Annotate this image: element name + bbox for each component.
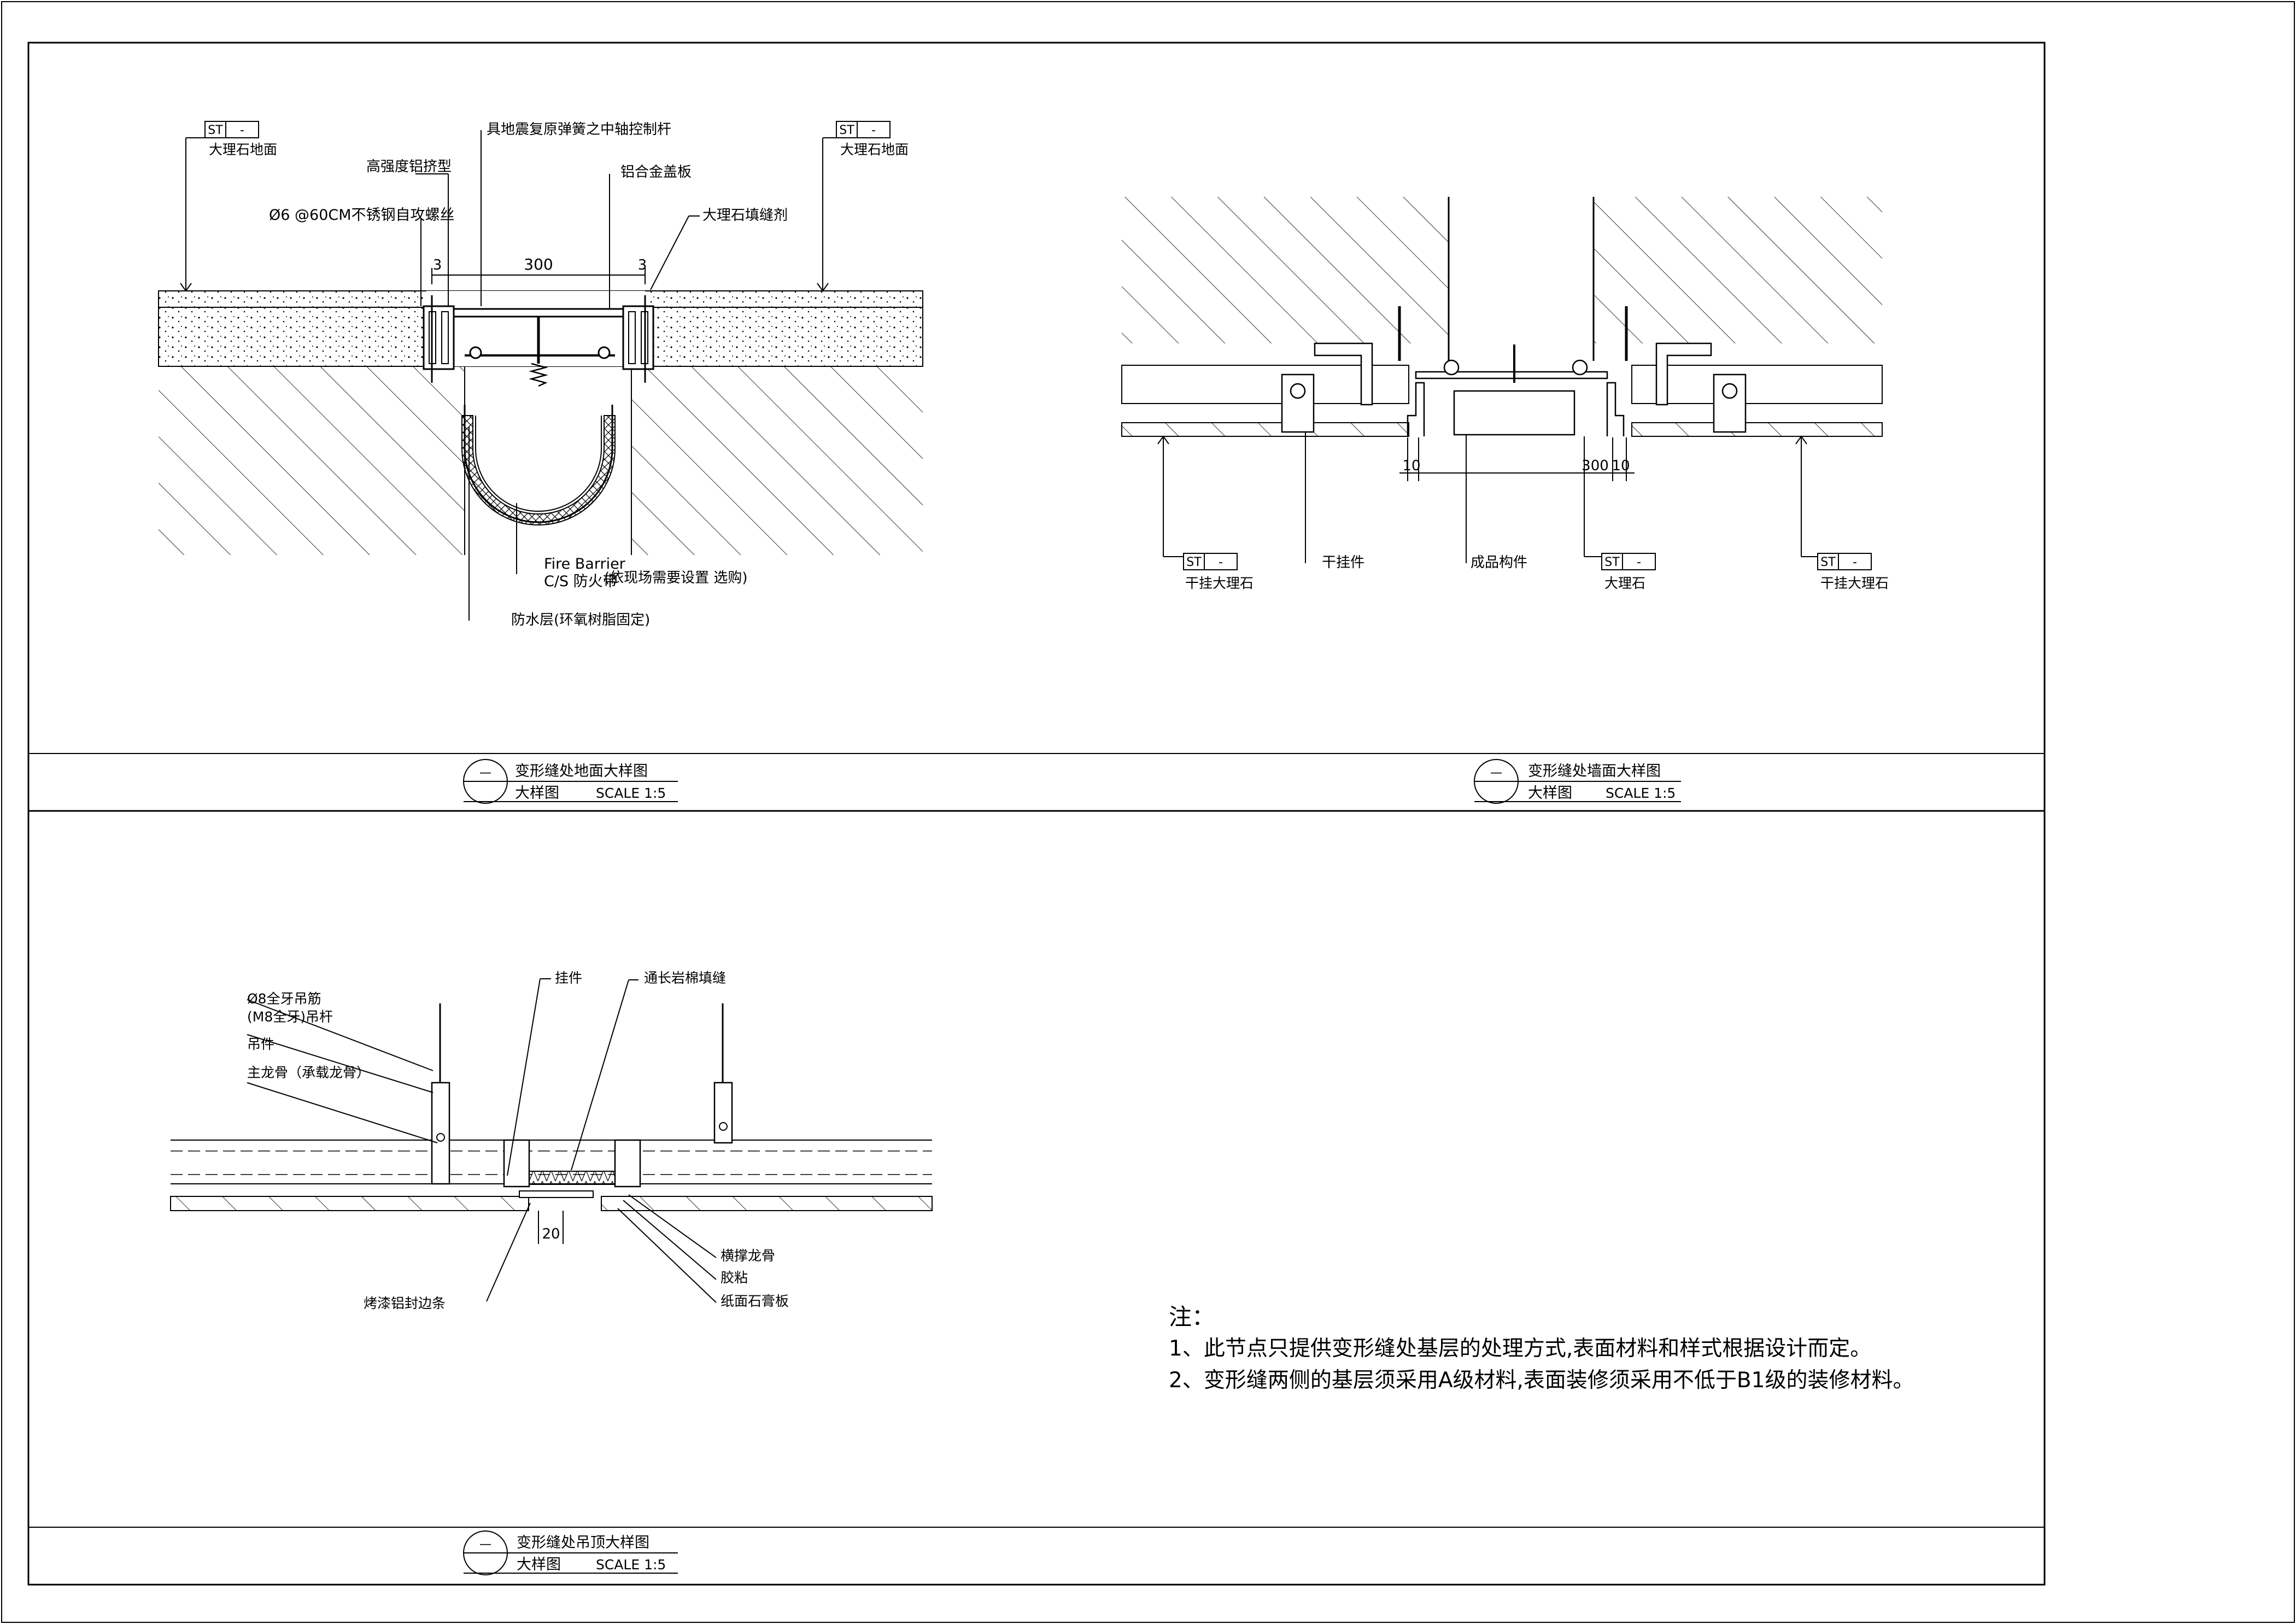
- hanging-piece-right: [614, 1139, 641, 1188]
- wall-concrete-left: [1122, 197, 1449, 343]
- title-wall: 变形缝处墙面大样图: [1528, 763, 1661, 780]
- floor-detail: 300 3 3 ST - 大理石地面 ST - 大理石地面 具地震复原弹簧之中轴…: [158, 121, 923, 628]
- subtitle-floor: 大样图: [515, 785, 559, 802]
- joint-profile: [1415, 371, 1608, 379]
- label-rock-wool: 通长岩棉填缝: [644, 970, 726, 986]
- drawing-frame: [27, 42, 2046, 1586]
- title-floor: 变形缝处地面大样图: [515, 763, 648, 780]
- dim-300: 300: [524, 255, 553, 273]
- scale-floor: SCALE 1:5: [596, 785, 666, 801]
- notes-block: 注： 1、此节点只提供变形缝处基层的处理方式,表面材料和样式根据设计而定。 2、…: [1169, 1301, 2098, 1397]
- svg-text:ST: ST: [1186, 556, 1202, 569]
- svg-text:大理石地面: 大理石地面: [840, 142, 909, 157]
- svg-text:大理石: 大理石: [1604, 575, 1645, 591]
- st-tag-wall-center: ST - 大理石: [1584, 436, 1656, 591]
- title-block-wall: — 变形缝处墙面大样图 大样图 SCALE 1:5: [1474, 759, 1681, 804]
- st-tag-floor-left: ST - 大理石地面: [180, 121, 277, 292]
- svg-text:—: —: [479, 1538, 491, 1551]
- aluminum-cover-plate: [453, 308, 624, 318]
- svg-text:ST: ST: [839, 124, 854, 137]
- label-fire-barrier-note: (依现场需要设置 选购): [604, 570, 748, 586]
- svg-text:—: —: [1490, 766, 1502, 780]
- dim-20: 20: [542, 1226, 560, 1242]
- concrete-slab-left: [159, 366, 465, 555]
- concrete-slab-right: [631, 366, 923, 555]
- dim-300-wall: 300: [1582, 458, 1609, 474]
- gypsum-board-right: [601, 1196, 933, 1211]
- svg-text:-: -: [1637, 556, 1641, 569]
- label-center-spring: 具地震复原弹簧之中轴控制杆: [487, 121, 671, 138]
- label-hanging-piece: 挂件: [555, 970, 582, 986]
- label-rod-line2: (M8全牙)吊杆: [247, 1009, 333, 1025]
- label-main-keel: 主龙骨（承载龙骨）: [247, 1065, 370, 1080]
- label-glue: 胶粘: [721, 1270, 748, 1286]
- svg-text:ST: ST: [1604, 556, 1620, 569]
- wall-concrete-right: [1594, 197, 1882, 343]
- label-gypsum-board: 纸面石膏板: [721, 1293, 789, 1309]
- title-block-floor: — 变形缝处地面大样图 大样图 SCALE 1:5: [463, 759, 678, 804]
- svg-text:-: -: [1219, 556, 1223, 569]
- aluminum-profile-left: [423, 305, 455, 370]
- label-rod-line1: Ø8全牙吊筋: [247, 991, 321, 1007]
- svg-text:大理石地面: 大理石地面: [209, 142, 277, 157]
- ceiling-detail: 20 Ø8全牙吊筋 (M8全牙)吊杆 吊件 主龙骨（承载龙骨） 挂件 通长岩棉填…: [170, 970, 933, 1311]
- label-stainless-screw: Ø6 @60CM不锈钢自攻螺丝: [269, 207, 455, 224]
- dim-10-right: 10: [1612, 458, 1630, 474]
- title-ceiling: 变形缝处吊顶大样图: [517, 1534, 649, 1551]
- notes-heading: 注：: [1169, 1304, 1215, 1330]
- scale-ceiling: SCALE 1:5: [596, 1557, 666, 1573]
- svg-text:-: -: [871, 124, 876, 137]
- subtitle-ceiling: 大样图: [517, 1556, 561, 1573]
- st-tag-floor-right: ST - 大理石地面: [817, 121, 909, 292]
- rock-wool-fill: [529, 1171, 616, 1185]
- st-tag-wall-right: ST - 干挂大理石: [1795, 435, 1889, 591]
- svg-text:ST: ST: [208, 124, 223, 137]
- gypsum-board-left: [170, 1196, 529, 1211]
- svg-text:-: -: [1853, 556, 1857, 569]
- stone-layer-right: [1631, 365, 1883, 404]
- fire-barrier-band: [461, 415, 616, 525]
- label-aluminum-cover: 铝合金盖板: [620, 164, 692, 180]
- label-product-part: 成品构件: [1471, 554, 1527, 571]
- svg-text:—: —: [479, 766, 491, 780]
- label-hanger-wall: 干挂件: [1322, 554, 1364, 571]
- label-waterproof: 防水层(环氧树脂固定): [511, 612, 650, 628]
- label-fire-barrier-cs: C/S 防火带: [544, 573, 618, 590]
- svg-text:干挂大理石: 干挂大理石: [1820, 575, 1889, 591]
- dim-3-right: 3: [638, 257, 647, 273]
- subtitle-wall: 大样图: [1528, 785, 1572, 802]
- svg-text:ST: ST: [1820, 556, 1836, 569]
- hanging-piece-left: [503, 1139, 530, 1188]
- scale-wall: SCALE 1:5: [1606, 785, 1676, 801]
- hanger-block-right: [713, 1082, 733, 1144]
- label-edge-strip: 烤漆铝封边条: [364, 1295, 446, 1311]
- dim-10-left: 10: [1402, 458, 1420, 474]
- svg-text:干挂大理石: 干挂大理石: [1185, 575, 1254, 591]
- st-tag-wall-left: ST - 干挂大理石: [1157, 435, 1254, 591]
- note-item-2: 2、变形缝两侧的基层须采用A级材料,表面装修须采用不低于B1级的装修材料。: [1169, 1368, 1914, 1393]
- label-cross-keel: 横撑龙骨: [721, 1248, 775, 1264]
- label-fire-barrier-en: Fire Barrier: [544, 556, 626, 573]
- label-aluminum-profile: 高强度铝挤型: [366, 159, 452, 175]
- dim-3-left: 3: [433, 257, 442, 273]
- svg-text:-: -: [240, 124, 244, 137]
- marble-panel-left: [1121, 422, 1409, 437]
- label-marble-sealant: 大理石填缝剂: [702, 207, 788, 224]
- label-hanger-ceiling: 吊件: [247, 1036, 274, 1052]
- aluminum-profile-right: [622, 305, 654, 370]
- note-item-1: 1、此节点只提供变形缝处基层的处理方式,表面材料和样式根据设计而定。: [1169, 1336, 1872, 1361]
- wall-detail: 10 300 10 ST - 干挂大理石 ST - 大理石: [1121, 197, 1889, 591]
- marble-panel-right: [1631, 422, 1883, 437]
- title-block-ceiling: — 变形缝处吊顶大样图 大样图 SCALE 1:5: [463, 1530, 678, 1575]
